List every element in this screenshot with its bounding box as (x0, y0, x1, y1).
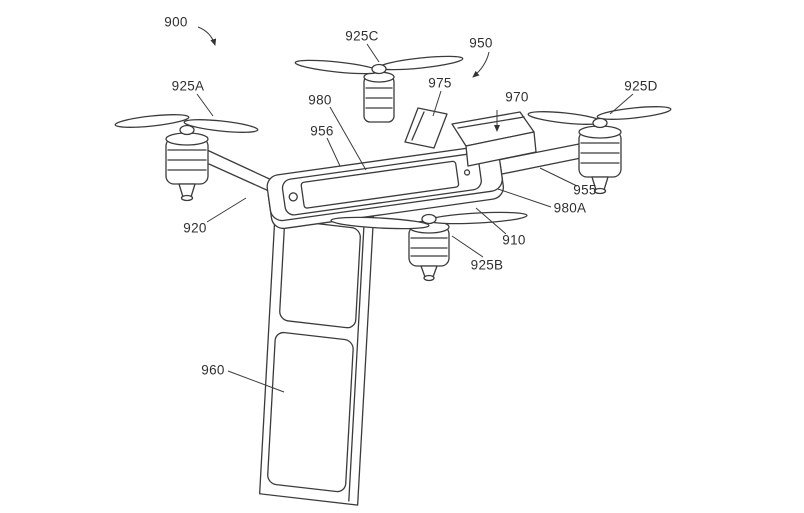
ref-label-980A: 980A (553, 200, 587, 216)
right-rotor (527, 106, 672, 195)
front-rotor (330, 211, 528, 282)
ref-label-920: 920 (183, 220, 207, 236)
ref-label-925C: 925C (345, 28, 379, 44)
ref-label-950: 950 (469, 35, 493, 51)
banner-panel (258, 205, 375, 506)
ref-label-925A: 925A (171, 78, 205, 94)
ref-label-900: 900 (164, 14, 188, 30)
left-rotor (114, 114, 259, 202)
ref-label-956: 956 (310, 123, 334, 139)
ref-label-980: 980 (308, 92, 332, 108)
compartment (451, 111, 537, 167)
ref-label-910: 910 (502, 232, 526, 248)
body-tray (266, 144, 504, 230)
ref-label-925D: 925D (624, 78, 658, 94)
ref-label-970: 970 (505, 89, 529, 105)
ref-label-960: 960 (201, 362, 225, 378)
ref-label-955: 955 (573, 182, 597, 198)
ref-label-925B: 925B (470, 257, 504, 273)
top-rotor (294, 55, 464, 123)
leader-lines (196, 26, 634, 393)
smartphone (281, 153, 482, 216)
flap (404, 107, 448, 149)
ref-label-975: 975 (428, 75, 452, 91)
